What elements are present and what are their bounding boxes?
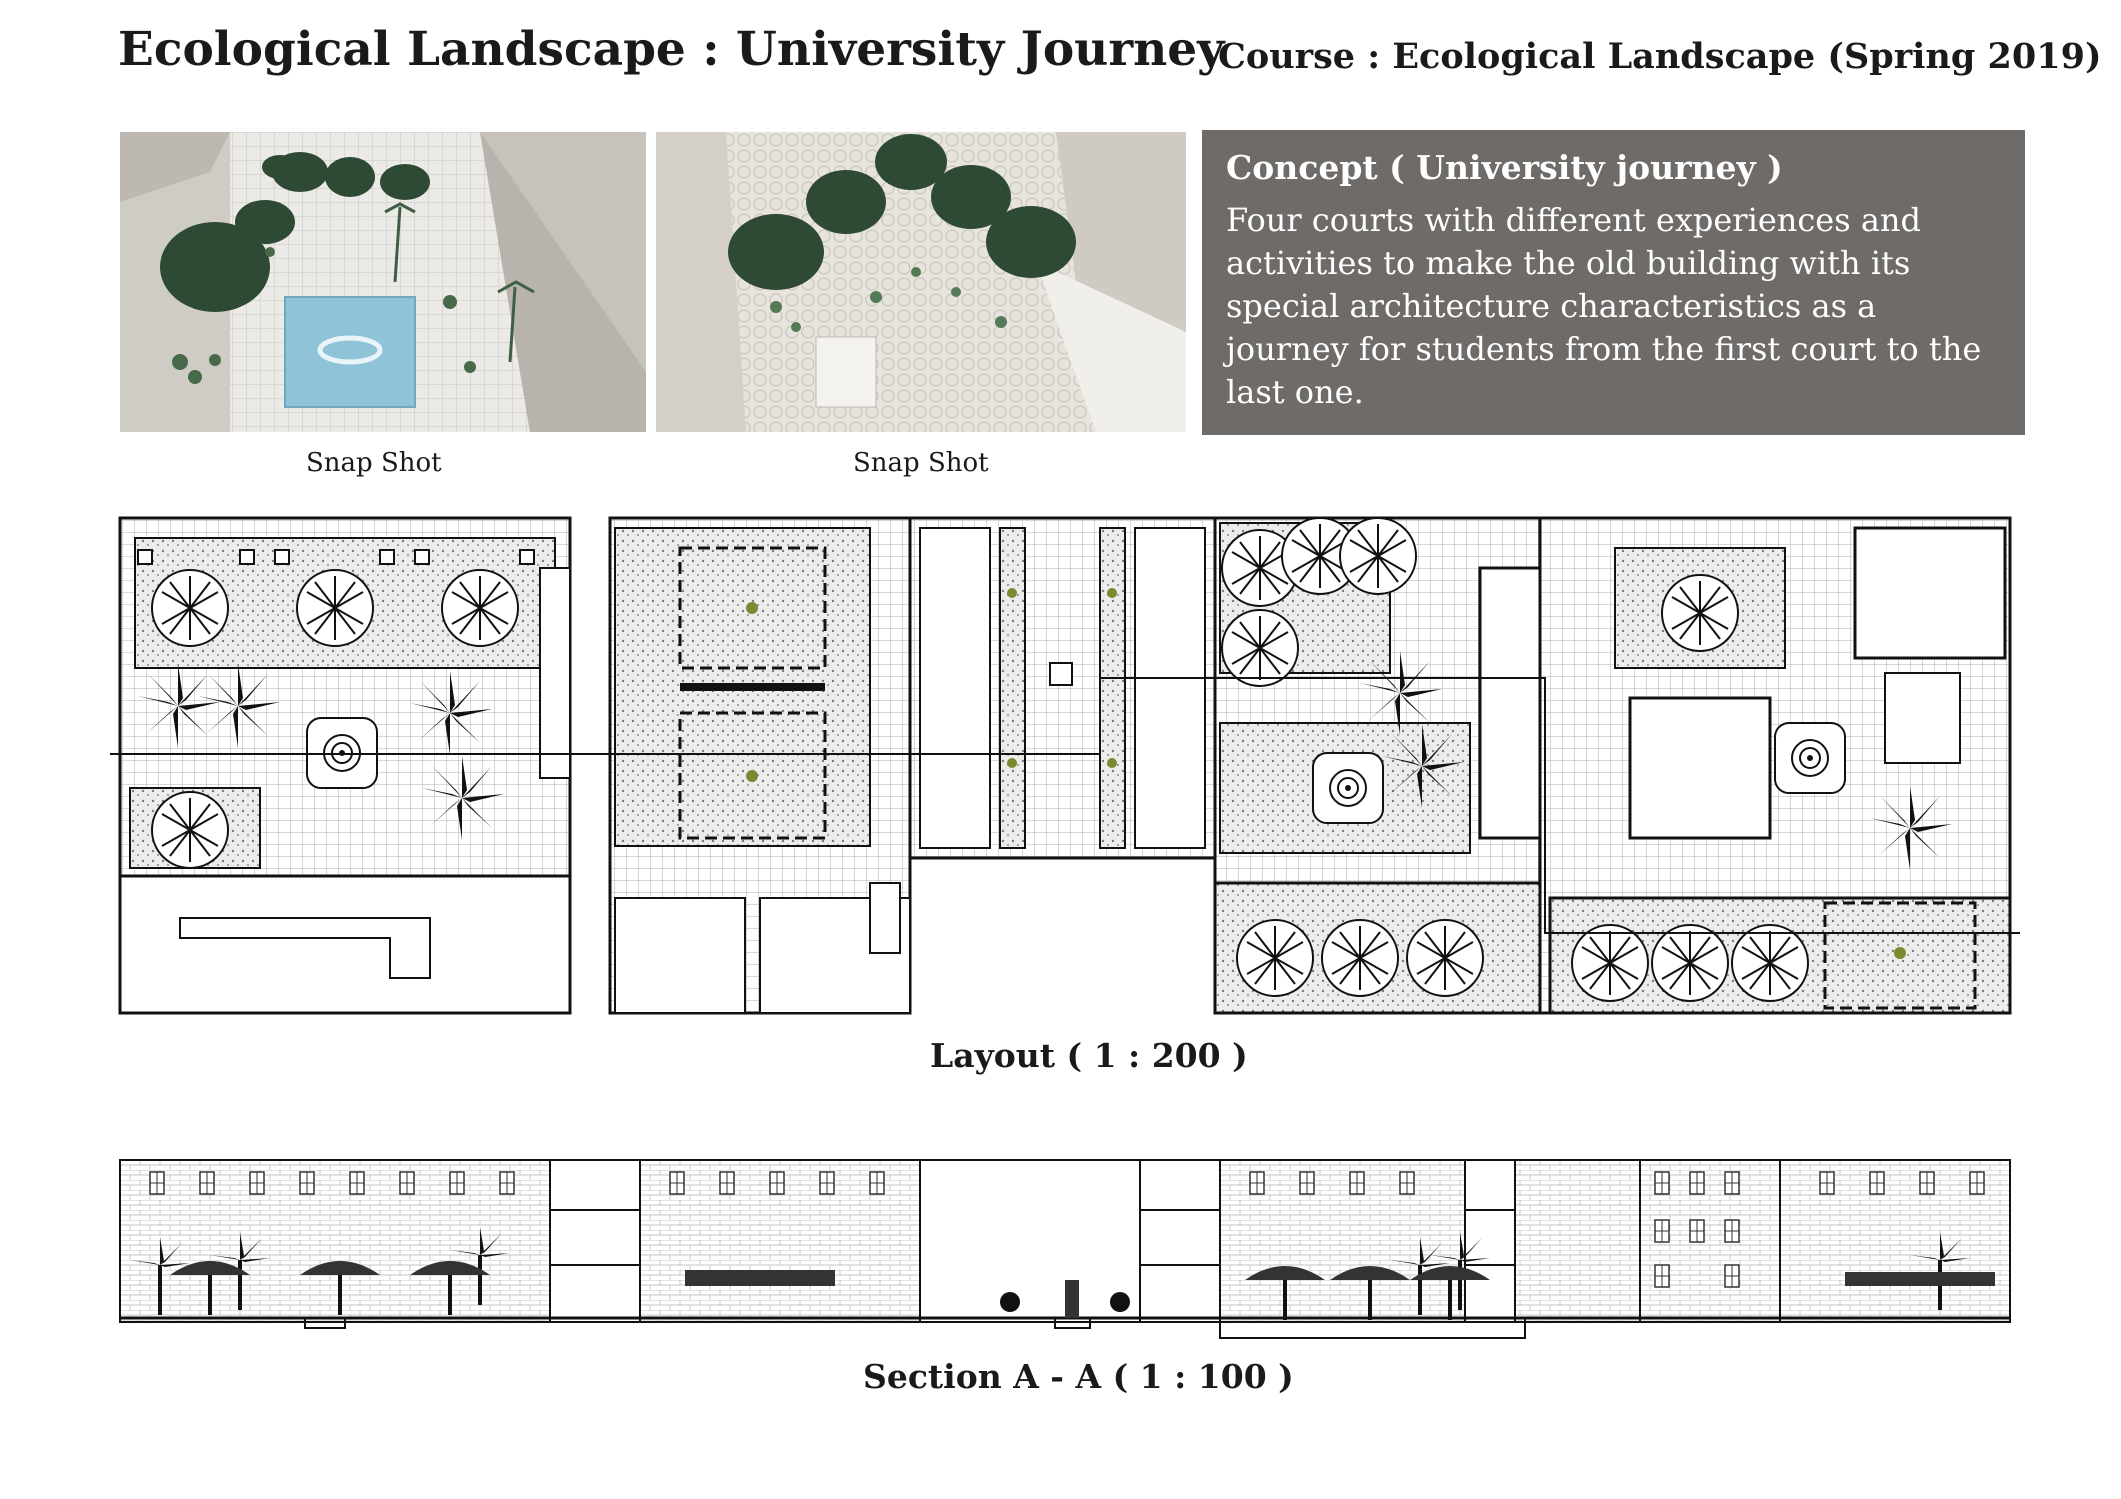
concept-panel: Concept ( University journey ) Four cour… [1202,130,2025,435]
layout-plan-drawing [41,508,2049,1018]
snapshot-caption-1: Snap Shot [306,448,442,478]
layout-label: Layout ( 1 : 200 ) [930,1036,1248,1075]
concept-body: Four courts with different experiences a… [1226,201,1982,411]
snapshot-photo-2 [656,132,1186,432]
concept-title: Concept ( University journey ) [1226,148,1783,187]
snapshot-caption-2: Snap Shot [853,448,989,478]
snapshot-photo-1 [120,132,646,432]
course-label: Course : Ecological Landscape (Spring 20… [1218,36,2102,77]
section-label: Section A - A ( 1 : 100 ) [863,1357,1294,1396]
page-title: Ecological Landscape : University Journe… [118,22,1225,77]
section-drawing [110,1150,2020,1340]
